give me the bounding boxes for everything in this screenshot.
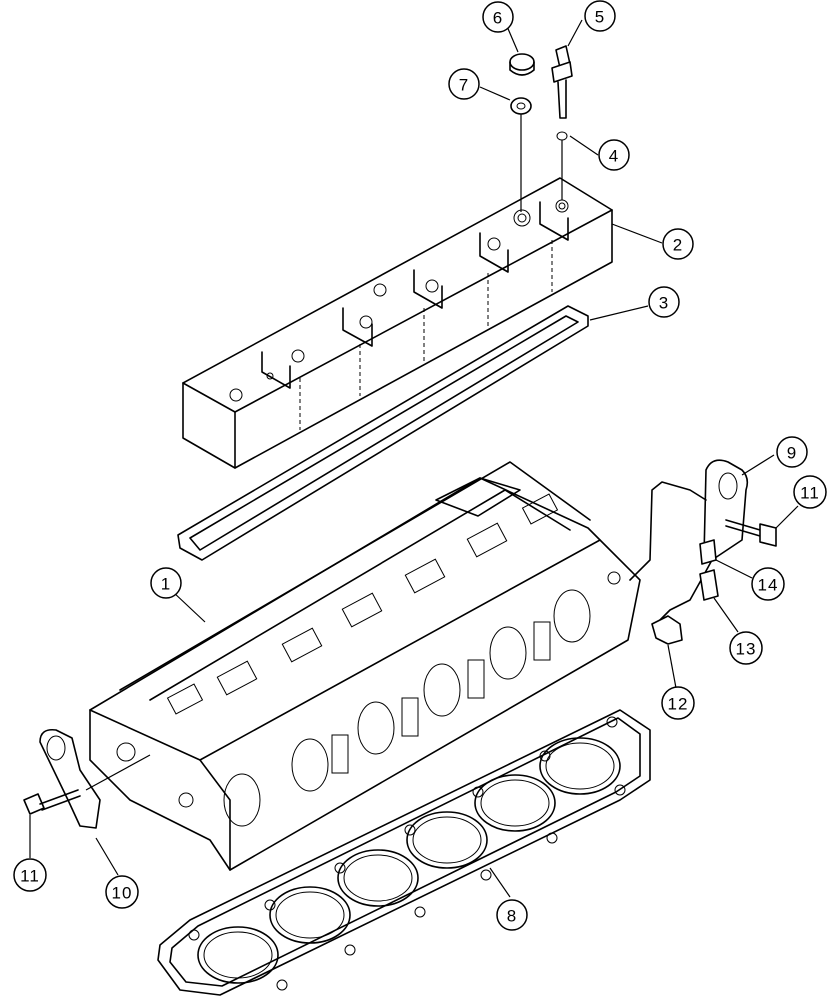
injector-bosses bbox=[331, 621, 551, 774]
callout-3: 3 bbox=[648, 286, 680, 318]
callout-9-label: 9 bbox=[787, 444, 797, 463]
callout-1-label: 1 bbox=[161, 575, 171, 594]
valve-cover-gasket bbox=[177, 305, 589, 561]
callout-4: 4 bbox=[598, 139, 630, 171]
oil-filler-cap bbox=[509, 53, 535, 76]
o-ring bbox=[556, 131, 568, 200]
callout-13-label: 13 bbox=[736, 640, 757, 659]
valve-cover bbox=[182, 177, 613, 469]
callout-14: 14 bbox=[751, 567, 785, 601]
callout-14-label: 14 bbox=[758, 576, 779, 595]
bolt-rear bbox=[725, 519, 777, 547]
elbow-fitting-12 bbox=[651, 615, 683, 645]
callout-3-label: 3 bbox=[659, 294, 669, 313]
callout-7: 7 bbox=[448, 68, 480, 100]
callout-6-label: 6 bbox=[493, 9, 503, 28]
callout-2-label: 2 bbox=[673, 236, 683, 255]
callout-10: 10 bbox=[105, 875, 139, 909]
callout-11-rear-label: 11 bbox=[800, 484, 820, 503]
callout-7-label: 7 bbox=[459, 76, 469, 95]
washer bbox=[510, 97, 532, 212]
rocker-cluster bbox=[166, 493, 559, 715]
callout-8-label: 8 bbox=[507, 907, 517, 926]
head-gasket bbox=[157, 709, 651, 996]
intake-ports bbox=[223, 589, 591, 827]
bolt-front bbox=[23, 789, 81, 815]
callout-6: 6 bbox=[482, 1, 514, 33]
callout-9: 9 bbox=[776, 436, 808, 468]
fitting-14 bbox=[699, 539, 717, 565]
callout-12: 12 bbox=[661, 686, 695, 720]
cylinder-head bbox=[89, 461, 641, 871]
leader-lines bbox=[29, 19, 799, 898]
gasket-bolt-holes bbox=[188, 716, 626, 991]
callout-10-label: 10 bbox=[112, 884, 133, 903]
lifting-bracket-rear bbox=[703, 459, 749, 561]
stud bbox=[551, 45, 573, 119]
callout-5: 5 bbox=[584, 0, 616, 32]
callout-12-label: 12 bbox=[668, 695, 689, 714]
callout-11-front: 11 bbox=[13, 858, 47, 892]
callout-4-label: 4 bbox=[609, 147, 619, 166]
fuel-line bbox=[629, 481, 713, 621]
callout-11-front-label: 11 bbox=[20, 867, 40, 886]
callout-11-rear: 11 bbox=[793, 475, 827, 509]
callout-5-label: 5 bbox=[595, 8, 605, 27]
lifting-bracket-front bbox=[39, 728, 151, 829]
cylinder-bores bbox=[197, 737, 621, 984]
callout-13: 13 bbox=[729, 631, 763, 665]
callout-8: 8 bbox=[496, 899, 528, 931]
callout-1: 1 bbox=[150, 567, 182, 599]
fitting-13 bbox=[699, 569, 719, 601]
callout-2: 2 bbox=[662, 228, 694, 260]
